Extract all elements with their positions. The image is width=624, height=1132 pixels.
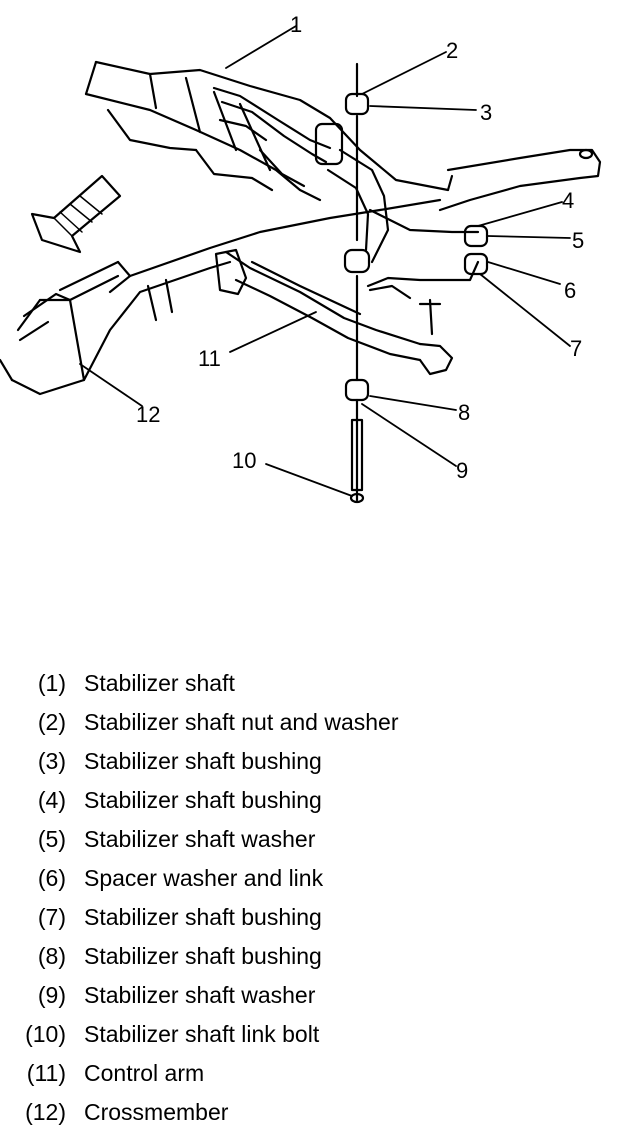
legend-item: (7) Stabilizer shaft bushing [0,898,624,937]
exploded-view-diagram: 1 2 3 4 5 6 7 8 9 10 11 12 [0,0,624,560]
legend-label: Stabilizer shaft link bolt [84,1021,320,1047]
legend-number: (1) [37,670,66,696]
legend-item: (4) Stabilizer shaft bushing [0,781,624,820]
legend-item: (10) Stabilizer shaft link bolt [0,1015,624,1054]
crossmember [0,198,442,396]
legend-item: (12) Crossmember [0,1093,624,1132]
legend-number: (5) [37,826,66,852]
legend-number: (12) [25,1099,66,1125]
legend-number: (10) [25,1021,66,1047]
legend-item: (2) Stabilizer shaft nut and washer [0,703,624,742]
direction-arrow-icon [30,174,122,254]
control-arm [214,248,454,376]
callout-5: 5 [572,228,584,253]
callout-7: 7 [570,336,582,361]
legend-number: (4) [37,787,66,813]
legend-number: (8) [37,943,66,969]
legend-label: Stabilizer shaft bushing [84,787,322,813]
legend-item: (11) Control arm [0,1054,624,1093]
legend-label: Stabilizer shaft nut and washer [84,709,399,735]
legend-number: (9) [37,982,66,1008]
callout-6: 6 [564,278,576,303]
upper-control-arm [366,148,602,288]
parts-legend: (1) Stabilizer shaft (2) Stabilizer shaf… [0,664,624,1132]
stabilizer-shaft [212,86,390,264]
legend-item: (6) Spacer washer and link [0,859,624,898]
callout-4: 4 [562,188,574,213]
legend-number: (2) [37,709,66,735]
legend-item: (5) Stabilizer shaft washer [0,820,624,859]
legend-label: Stabilizer shaft bushing [84,904,322,930]
legend-label: Spacer washer and link [84,865,324,891]
legend-label: Stabilizer shaft bushing [84,748,322,774]
leader-lines [79,25,571,497]
legend-item: (3) Stabilizer shaft bushing [0,742,624,781]
callout-3: 3 [480,100,492,125]
callout-11: 11 [198,346,221,371]
legend-label: Stabilizer shaft [84,670,235,696]
legend-number: (3) [37,748,66,774]
link-bolt-assembly [343,62,489,504]
legend-label: Stabilizer shaft washer [84,982,316,1008]
legend-item: (8) Stabilizer shaft bushing [0,937,624,976]
callout-1: 1 [290,12,302,37]
callout-2: 2 [446,38,458,63]
callout-10: 10 [232,448,256,473]
legend-label: Stabilizer shaft washer [84,826,316,852]
diagram-canvas: 1 2 3 4 5 6 7 8 9 10 11 12 [0,12,602,504]
legend-label: Crossmember [84,1099,229,1125]
callout-8: 8 [458,400,470,425]
callout-9: 9 [456,458,468,483]
legend-item: (9) Stabilizer shaft washer [0,976,624,1015]
legend-number: (11) [26,1060,66,1086]
legend-label: Control arm [84,1060,205,1086]
callout-12: 12 [136,402,160,427]
legend-number: (6) [37,865,66,891]
legend-number: (7) [37,904,66,930]
frame-rail [84,60,450,202]
callout-labels: 1 2 3 4 5 6 7 8 9 10 11 12 [136,12,584,483]
legend-item: (1) Stabilizer shaft [0,664,624,703]
legend-label: Stabilizer shaft bushing [84,943,322,969]
